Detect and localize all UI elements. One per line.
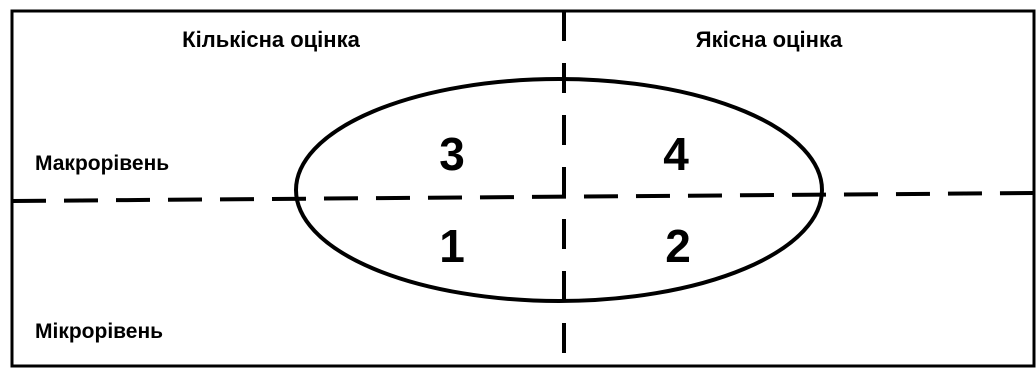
quadrant-number-micro-quantitative: 1: [439, 220, 465, 272]
row-label-micro: Мікрорівень: [35, 320, 163, 343]
quadrant-number-macro-qualitative: 4: [663, 128, 689, 180]
central-ellipse: [294, 77, 824, 303]
row-label-macro: Макрорівень: [35, 152, 169, 175]
horizontal-divider: [11, 191, 1035, 203]
quadrant-number-micro-qualitative: 2: [665, 220, 691, 272]
column-header-quantitative: Кількісна оцінка: [182, 27, 360, 52]
outer-frame: [10, 9, 1036, 368]
column-header-qualitative: Якісна оцінка: [696, 27, 843, 52]
quadrant-number-macro-quantitative: 3: [439, 128, 465, 180]
